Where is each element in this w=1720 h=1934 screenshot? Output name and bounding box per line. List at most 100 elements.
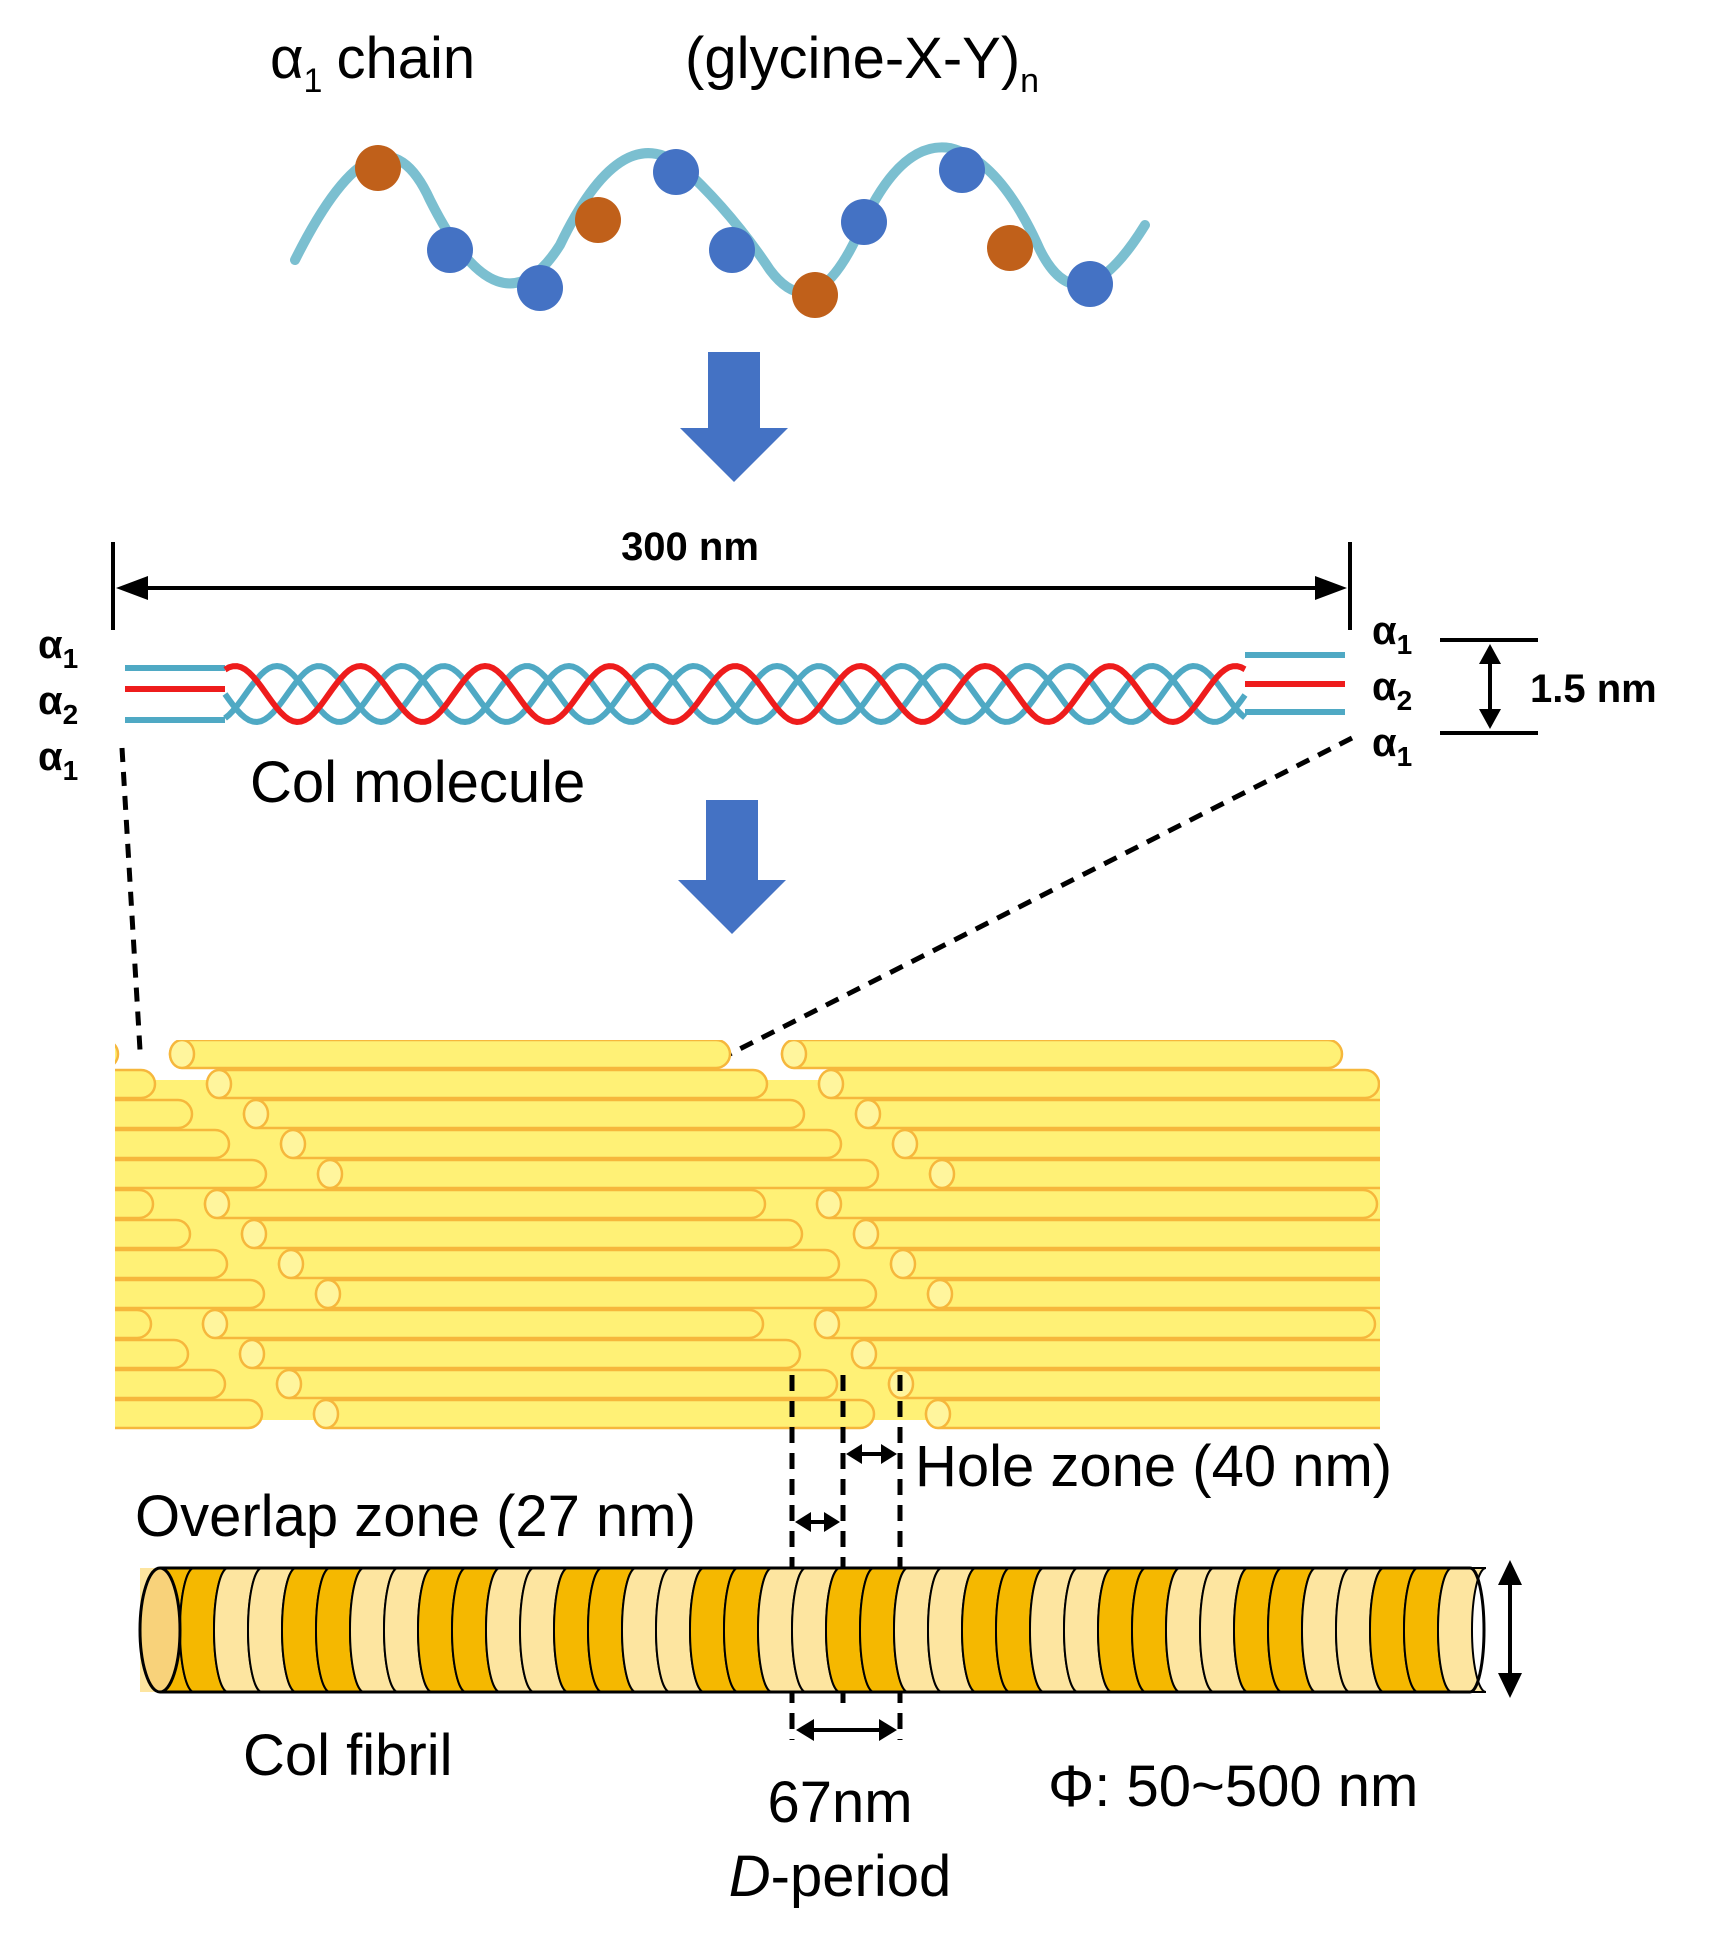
collagen-rod: [1503, 1250, 1720, 1278]
diameter-arrow: [1498, 1560, 1522, 1698]
chain-label-left: α2: [38, 679, 78, 730]
residue-bead: [517, 265, 563, 311]
right-chain-labels: α1 α2 α1: [1372, 609, 1412, 772]
collagen-rod: [115, 1278, 266, 1310]
rod-end-cap: [1501, 1370, 1525, 1398]
sequence-label: (glycine-X-Y)n: [685, 26, 1039, 100]
collagen-rod: [115, 1398, 264, 1430]
rod-end-cap: [201, 1308, 229, 1340]
zoom-line-left: [119, 747, 143, 1051]
collagen-rod: [854, 1098, 1380, 1130]
collagen-rod: [928, 1158, 1380, 1190]
rod-end-cap: [889, 1248, 917, 1280]
collagen-rod: [1501, 1370, 1720, 1398]
rod-end-cap: [277, 1248, 305, 1280]
rod-end-cap: [168, 1040, 196, 1070]
collagen-rod: [115, 1368, 227, 1400]
collagen-rod: [1542, 1160, 1720, 1188]
rod-end-cap: [926, 1278, 954, 1310]
rod-end-cap: [1429, 1190, 1453, 1218]
rod-end-cap: [780, 1040, 808, 1070]
collagen-rod: [115, 1128, 231, 1160]
collagen-rod: [115, 1248, 229, 1280]
rod-end-cap: [854, 1098, 882, 1130]
width-label: 1.5 nm: [1530, 667, 1657, 711]
rod-end-cap: [815, 1188, 843, 1220]
overlap-zone-label: Overlap zone (27 nm): [135, 1484, 696, 1549]
alpha2-strand: [223, 662, 1247, 726]
fibril-end-cap: [138, 1566, 182, 1694]
collagen-rod: [115, 1068, 157, 1100]
collagen-rod: [115, 1338, 190, 1370]
collagen-rod: [887, 1368, 1380, 1400]
residue-bead: [709, 227, 755, 273]
chain-label-left: α1: [38, 735, 78, 786]
col-fibril-label: Col fibril: [243, 1723, 453, 1788]
col-molecule-label: Col molecule: [250, 750, 585, 815]
chain-label-right: α1: [1372, 609, 1412, 660]
rod-end-cap: [240, 1218, 268, 1250]
glycine-bead: [987, 225, 1033, 271]
collagen-rod: [277, 1248, 841, 1280]
collagen-rod: [813, 1308, 1377, 1340]
zoom-line-right: [720, 735, 1354, 1061]
collagen-rod: [924, 1398, 1380, 1430]
chain-label-right: α2: [1372, 665, 1412, 716]
collagen-rod: [238, 1338, 802, 1370]
collagen-rod: [275, 1368, 839, 1400]
rod-end-cap: [924, 1398, 952, 1430]
collagen-rod: [314, 1278, 878, 1310]
rod-end-cap: [852, 1218, 880, 1250]
collagen-rod: [115, 1158, 268, 1190]
rod-end-cap: [316, 1158, 344, 1190]
rod-end-cap: [1540, 1280, 1564, 1308]
rod-end-cap: [1464, 1340, 1488, 1368]
collagen-rod: [891, 1128, 1380, 1160]
rod-end-cap: [203, 1188, 231, 1220]
amino-acid-beads: [355, 145, 1113, 318]
collagen-rod: [115, 1098, 194, 1130]
collagen-rod: [1427, 1310, 1720, 1338]
collagen-rod: [850, 1338, 1380, 1370]
residue-bead: [427, 227, 473, 273]
bundle-top-edge: [115, 1030, 1380, 1040]
collagen-rod: [316, 1158, 880, 1190]
rod-end-cap: [1466, 1220, 1490, 1248]
rod-end-cap: [312, 1398, 340, 1430]
rod-end-cap: [238, 1338, 266, 1370]
glycine-bead: [792, 272, 838, 318]
residue-bead: [939, 147, 985, 193]
alpha1-strand: [223, 662, 1248, 726]
chain-label-right: α1: [1372, 721, 1412, 772]
hole-zone-label: Hole zone (40 nm): [915, 1434, 1392, 1499]
rod-end-cap: [205, 1068, 233, 1100]
col-molecule-section: 300 nm α1 α2 α1 α1 α2 α1: [38, 525, 1657, 815]
collagen-rod: [1466, 1220, 1720, 1248]
triple-helix: [222, 662, 1248, 726]
left-chain-labels: α1 α2 α1: [38, 623, 78, 786]
collagen-rod: [780, 1040, 1344, 1070]
down-arrow-icon: [678, 800, 786, 934]
collagen-rod: [203, 1188, 767, 1220]
rod-end-cap: [1542, 1160, 1566, 1188]
d-period-marker: [796, 1719, 897, 1741]
collagen-rod: [240, 1218, 804, 1250]
rod-end-cap: [275, 1368, 303, 1400]
fibril-outline: [160, 1566, 1486, 1694]
collagen-rod: [201, 1308, 765, 1340]
rod-end-cap: [242, 1098, 270, 1130]
glycine-bead: [355, 145, 401, 191]
collagen-rod: [1468, 1100, 1720, 1128]
col-fibril: [138, 1566, 1487, 1694]
collagen-rod: [889, 1248, 1380, 1280]
collagen-rod: [115, 1218, 192, 1250]
collagen-rod: [1505, 1130, 1720, 1158]
gap-band: [1437, 1567, 1487, 1693]
collagen-rod: [1394, 1040, 1720, 1068]
collagen-rod: [817, 1068, 1380, 1100]
width-dimension: 1.5 nm: [1440, 638, 1657, 735]
collagen-rod: [279, 1128, 843, 1160]
rod-end-cap: [1538, 1400, 1562, 1428]
